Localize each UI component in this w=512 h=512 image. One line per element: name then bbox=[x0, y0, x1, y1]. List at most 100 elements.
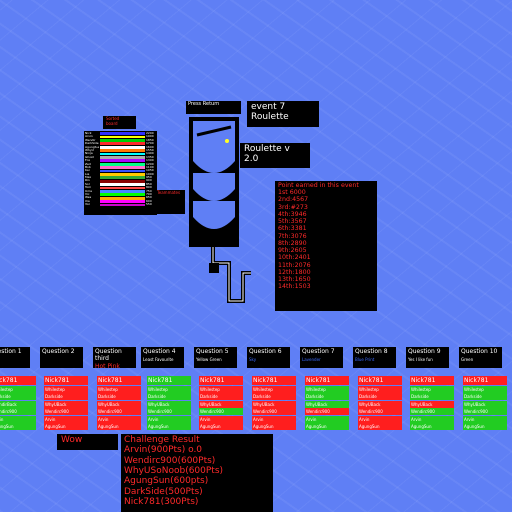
leaderboard-points: 1850 bbox=[146, 138, 154, 142]
answer-cell: Wendirc900 bbox=[97, 408, 141, 415]
roulette-machine[interactable] bbox=[185, 113, 260, 313]
leaderboard-points: 650 bbox=[146, 196, 152, 200]
points-board-title: Point earned in this event bbox=[278, 182, 359, 189]
leaderboard-name: Uma bbox=[85, 189, 92, 193]
leaderboard-points: 1550 bbox=[146, 148, 154, 152]
challenge-line: WhyUSoNoob(600Pts) bbox=[124, 466, 224, 477]
answer-cell: Darkside bbox=[147, 393, 191, 400]
answer-cell: Wendirc900 bbox=[44, 408, 88, 415]
leaderboard-row: Uma 750 bbox=[85, 190, 156, 193]
answer-cell: Whilestep bbox=[147, 385, 191, 393]
challenge-title: Challenge Result bbox=[124, 435, 200, 445]
leaderboard-color-bar bbox=[100, 132, 145, 136]
answer-cell: Arvin bbox=[44, 415, 88, 423]
points-line: 1st 6000 bbox=[278, 189, 306, 197]
answer-cell: WhyUBack bbox=[305, 400, 349, 408]
leaderboard-color-bar bbox=[100, 152, 145, 156]
answer-cell: Wendirc900 bbox=[252, 408, 296, 415]
answer-cell: AgungSun bbox=[305, 423, 349, 430]
leaderboard-name: DarkSide bbox=[85, 142, 99, 146]
leaderboard-color-bar bbox=[100, 176, 145, 180]
answer-cell: Wendirc900 bbox=[0, 408, 36, 415]
leaderboard-name: Zed bbox=[85, 162, 91, 166]
leaderboard-color-bar bbox=[100, 139, 145, 142]
points-line: 2nd:4567 bbox=[278, 196, 309, 204]
challenge-line: Arvin(900Pts) o.0 bbox=[124, 445, 203, 456]
answer-cell: Darkside bbox=[305, 393, 349, 400]
leaderboard-points: 1300 bbox=[146, 159, 154, 163]
answer-cell: AgungSun bbox=[44, 423, 88, 430]
funnel-3 bbox=[193, 201, 235, 229]
leaderboard-name: Tom bbox=[85, 186, 92, 190]
answer-cell: AgungSun bbox=[252, 423, 296, 430]
answer-cell: Nick781 bbox=[0, 376, 36, 385]
question-title: Question 10 bbox=[461, 348, 498, 355]
challenge-line: Wendirc900(600Pts) bbox=[124, 455, 216, 466]
answer-cell: Nick781 bbox=[147, 376, 191, 385]
answer-cell: WendirBack bbox=[0, 400, 36, 408]
leaderboard-color-bar bbox=[100, 189, 145, 193]
challenge-line: DarkSide(500Pts) bbox=[124, 486, 203, 497]
leaderboard-points: 1400 bbox=[146, 152, 154, 156]
funnel-1 bbox=[193, 161, 235, 173]
leaderboard-name: WhyU bbox=[85, 148, 94, 152]
answer-cell: Whilestep bbox=[199, 385, 243, 393]
answer-cell: Whilestep bbox=[463, 385, 507, 393]
leaderboard-color-bar bbox=[100, 156, 145, 159]
answer-cell: Nick781 bbox=[410, 376, 454, 385]
leaderboard-points: 1000 bbox=[146, 172, 154, 176]
answer-cell: Nick781 bbox=[199, 376, 243, 385]
leaderboard-name: Bob bbox=[85, 165, 91, 169]
leaderboard-name: Fox bbox=[85, 159, 91, 163]
question-header-1: Question 1 bbox=[0, 347, 30, 368]
question-answer: Yellow Green bbox=[196, 356, 222, 362]
answer-cell: AgungSun bbox=[97, 423, 141, 430]
answer-cell: Arvin bbox=[97, 415, 141, 423]
leaderboard-color-bar bbox=[100, 145, 145, 149]
leaderboard-points: 750 bbox=[146, 189, 152, 193]
leaderboard-row: Fox 1300 bbox=[85, 159, 156, 163]
wow-label: Wow bbox=[61, 435, 83, 445]
funnel-2 bbox=[193, 173, 235, 201]
question-title: Question 9 bbox=[408, 348, 441, 355]
answer-cell: Arvin bbox=[305, 415, 349, 423]
question-answer: Least Favourite bbox=[143, 356, 174, 362]
leaderboard-name: Vic bbox=[85, 193, 90, 197]
answer-cell: Whilestep bbox=[358, 385, 402, 393]
answer-cell: AgungSun bbox=[463, 423, 507, 430]
answer-cell: Whilestep bbox=[252, 385, 296, 393]
leaderboard-color-bar bbox=[100, 142, 145, 146]
answer-cell: Arvin bbox=[147, 415, 191, 423]
answer-cell: Whilestep bbox=[410, 385, 454, 393]
roulette-version-sign: Roulette v 2.0 bbox=[240, 143, 310, 168]
leaderboard-points: 2200 bbox=[146, 132, 154, 135]
answer-cell: Arvin bbox=[0, 415, 36, 423]
event-title: event 7 bbox=[251, 102, 286, 112]
leaderboard-row: WhyU 1550 bbox=[85, 148, 156, 153]
answer-column-1: Nick781WhilestepDarksideWendirBackWendir… bbox=[0, 376, 36, 431]
answer-cell: Wendirc900 bbox=[199, 408, 243, 415]
answer-cell: Darkside bbox=[44, 393, 88, 400]
leaderboard-color-bar bbox=[100, 203, 145, 207]
leaderboard-points: 1350 bbox=[146, 155, 154, 159]
answer-cell: Wendirc900 bbox=[463, 408, 507, 415]
press-return-sign[interactable]: Press Return bbox=[186, 101, 241, 114]
question-title: Question third bbox=[95, 348, 122, 362]
question-title: Question 7 bbox=[302, 348, 335, 355]
